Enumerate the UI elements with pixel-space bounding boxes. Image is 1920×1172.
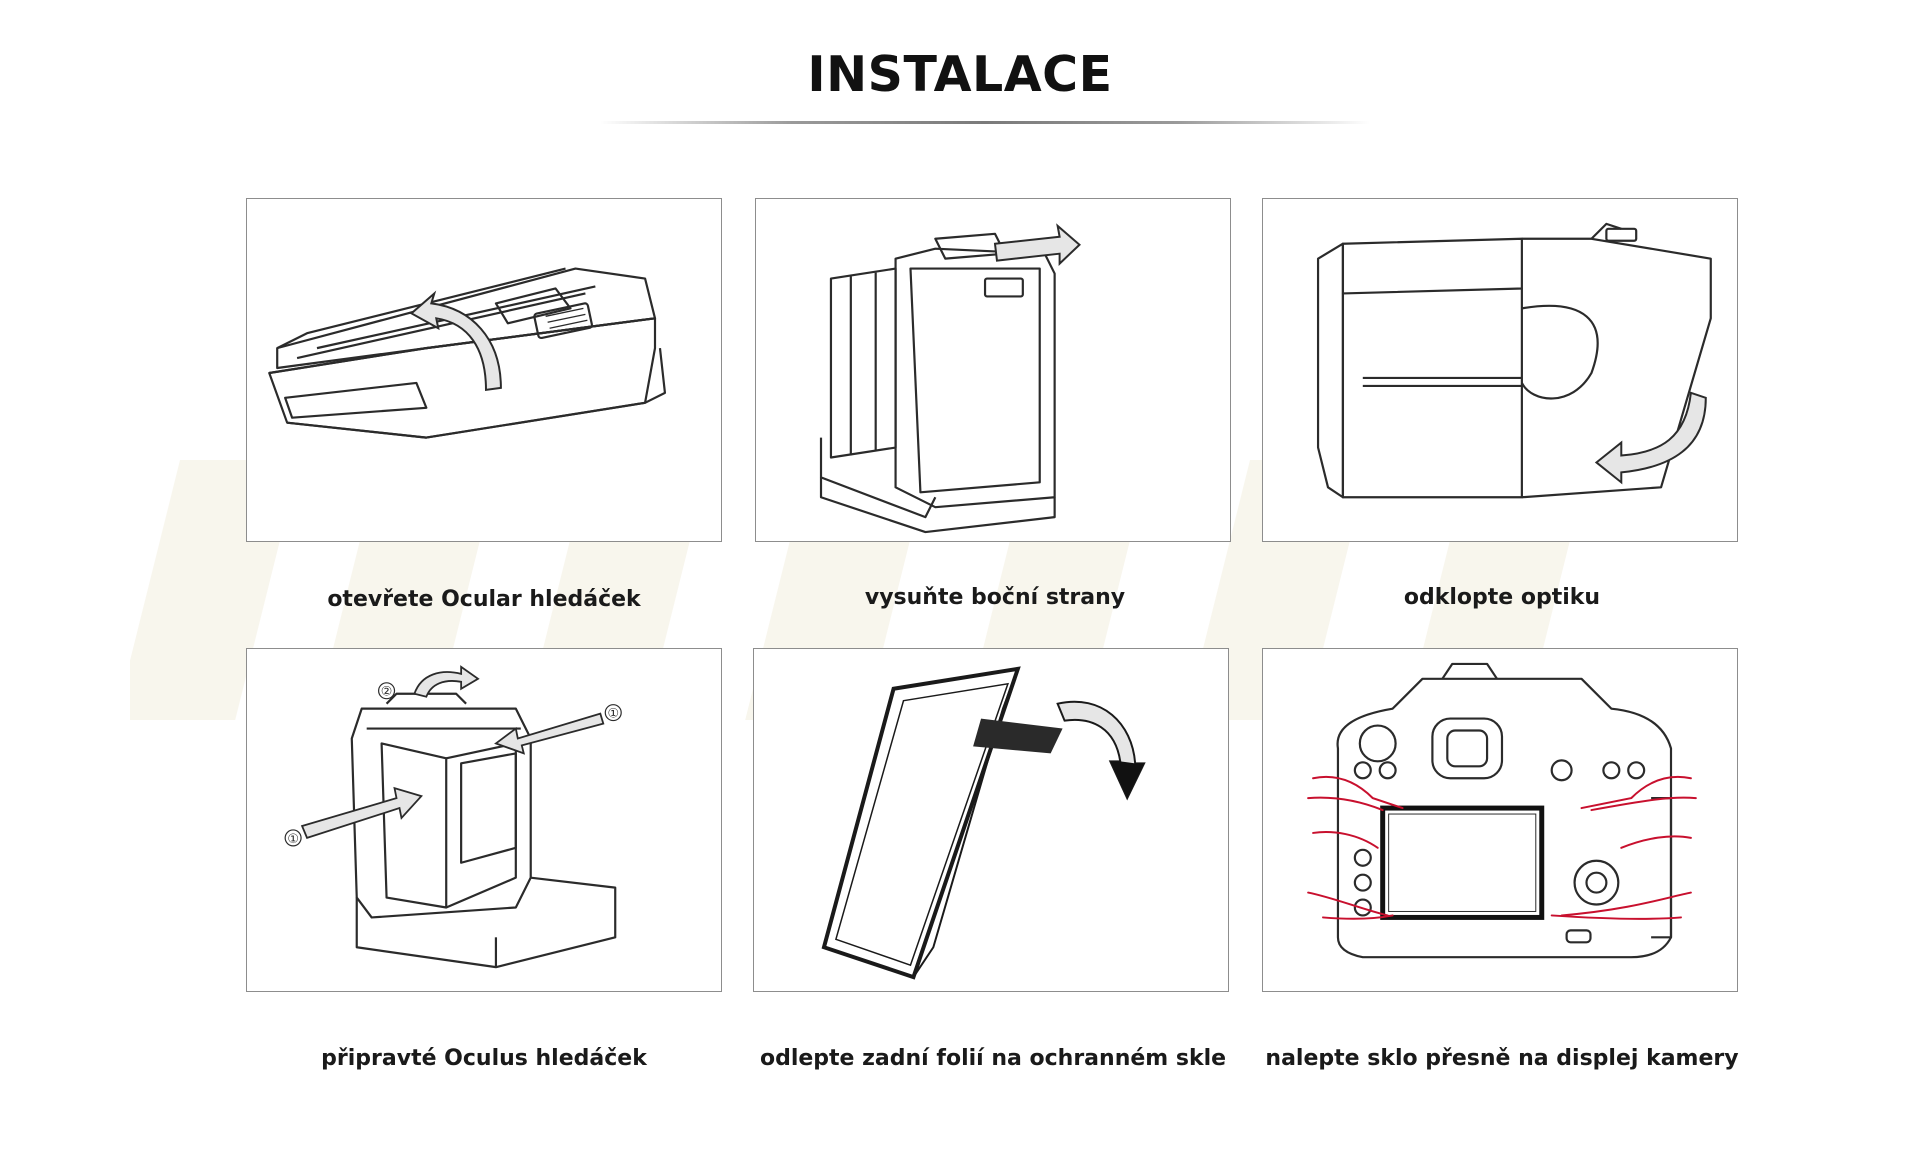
- step-4-panel: ① ② ①: [246, 648, 722, 992]
- prepare-viewfinder-illustration: ① ② ①: [284, 665, 622, 969]
- step-4-caption: připravté Oculus hledáček: [321, 1046, 647, 1071]
- step-6-panel: [1262, 648, 1738, 992]
- step-5-panel: [753, 648, 1229, 992]
- open-viewfinder-illustration: [268, 267, 667, 439]
- step-3-panel: [1262, 198, 1738, 542]
- step-6-caption: nalepte sklo přesně na displej kamery: [1265, 1046, 1739, 1071]
- title-divider: [600, 121, 1370, 124]
- step-2-panel: [755, 198, 1231, 542]
- step-5-caption: odlepte zadní folií na ochranném skle: [759, 1046, 1227, 1071]
- fold-out-optics-illustration: [1316, 222, 1712, 499]
- step-2-caption: vysuňte boční strany: [864, 585, 1126, 610]
- marker-1-right: ①: [607, 707, 619, 722]
- marker-2-top: ②: [381, 685, 393, 700]
- apply-glass-camera-illustration: [1307, 662, 1697, 959]
- step-3-caption: odklopte optiku: [1403, 585, 1601, 610]
- step-1-panel: [246, 198, 722, 542]
- page-title: INSTALACE: [807, 46, 1113, 103]
- slide-out-sides-illustration: [819, 223, 1081, 534]
- step-1-caption: otevřete Ocular hledáček: [327, 587, 641, 612]
- peel-film-illustration: [821, 666, 1146, 980]
- marker-1-left: ①: [287, 832, 299, 847]
